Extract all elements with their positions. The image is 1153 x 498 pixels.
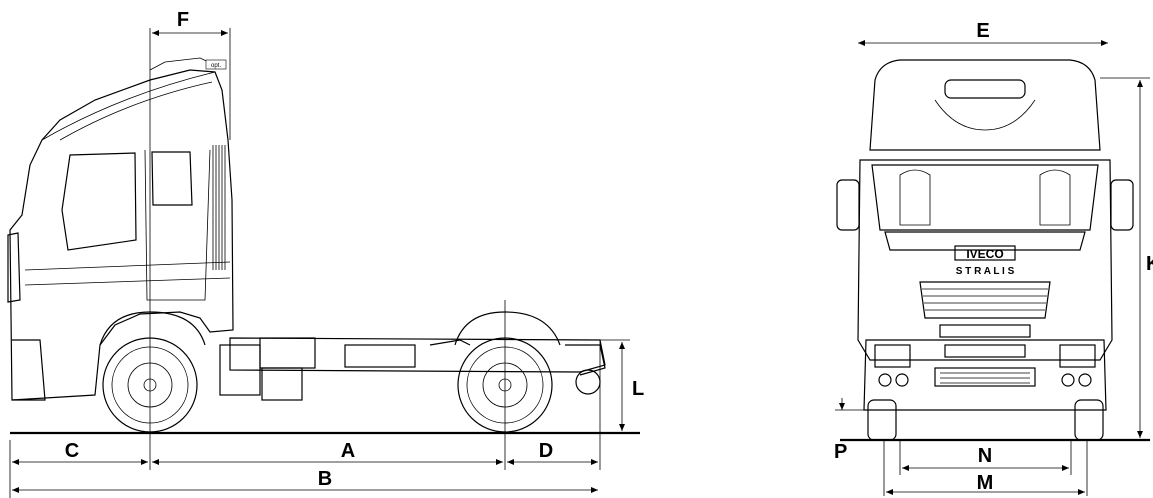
driver-seat [899, 169, 931, 226]
dim-e-label: E [976, 20, 989, 42]
right-foglamp-1 [1061, 373, 1075, 387]
left-foglamp-1 [878, 373, 892, 387]
spare-part-round [575, 369, 601, 395]
dim-f-label: F [177, 9, 189, 31]
air-tank [219, 344, 261, 396]
passenger-seat [1039, 169, 1071, 226]
roof-deflector-front [869, 59, 1101, 151]
dim-n-label: N [978, 445, 992, 467]
right-mirror [1110, 179, 1134, 231]
front-bumper [12, 339, 46, 401]
cab-front [857, 159, 1113, 361]
badge-band [884, 231, 1086, 251]
dim-p-label: P [834, 441, 847, 463]
model-label: S T R A L I S [956, 266, 1015, 277]
dim-k-label: K [1146, 253, 1153, 275]
bumper-vent-top [944, 344, 1026, 358]
roof-edge [41, 71, 216, 141]
dim-c-label: C [65, 440, 79, 462]
left-front-tyre [867, 399, 897, 441]
left-foglamp-2 [895, 373, 909, 387]
opt-label: opt. [211, 63, 221, 69]
right-foglamp-2 [1078, 373, 1092, 387]
bumper-vent-bottom [934, 367, 1036, 387]
front-wheel-arch [99, 311, 206, 346]
front-wheel [99, 311, 206, 433]
roof-curve [934, 99, 1036, 131]
side-view: F opt. L C A D B [7, 9, 644, 498]
side-mirror [7, 232, 21, 303]
side-window [61, 152, 137, 251]
lower-grille [939, 324, 1031, 338]
rear-window [151, 151, 193, 206]
fuel-tank [259, 337, 316, 369]
cab-belt-line [24, 261, 231, 271]
brand-label: IVECO [966, 247, 1003, 261]
roof-spoiler-opt [149, 57, 216, 71]
cab-lower-line [24, 277, 231, 286]
fifth-wheel [429, 339, 471, 346]
right-front-tyre [1074, 399, 1104, 441]
battery-box [261, 367, 303, 401]
front-view: IVECO S T R A L I S E [834, 20, 1153, 496]
roof-deflector [59, 81, 213, 141]
right-headlamp [1059, 344, 1096, 368]
left-mirror [836, 179, 860, 231]
dim-m-label: M [977, 472, 994, 494]
front-grille [919, 281, 1051, 319]
left-headlamp [874, 344, 911, 368]
rear-cab-vent [212, 145, 226, 270]
opt-tag [205, 59, 227, 70]
brand-plate [954, 245, 1016, 261]
roof-hatch [944, 79, 1026, 99]
frame-box [344, 344, 416, 368]
front-bumper-front [863, 339, 1107, 411]
door-outline [144, 149, 211, 301]
dim-b-label: B [318, 468, 332, 490]
dim-a-label: A [341, 440, 355, 462]
chassis-frame [229, 337, 606, 373]
windscreen [871, 164, 1099, 231]
rear-overhang [565, 344, 606, 376]
dim-d-label: D [539, 440, 553, 462]
cab-outline [9, 69, 234, 401]
dim-l-label: L [632, 378, 644, 400]
